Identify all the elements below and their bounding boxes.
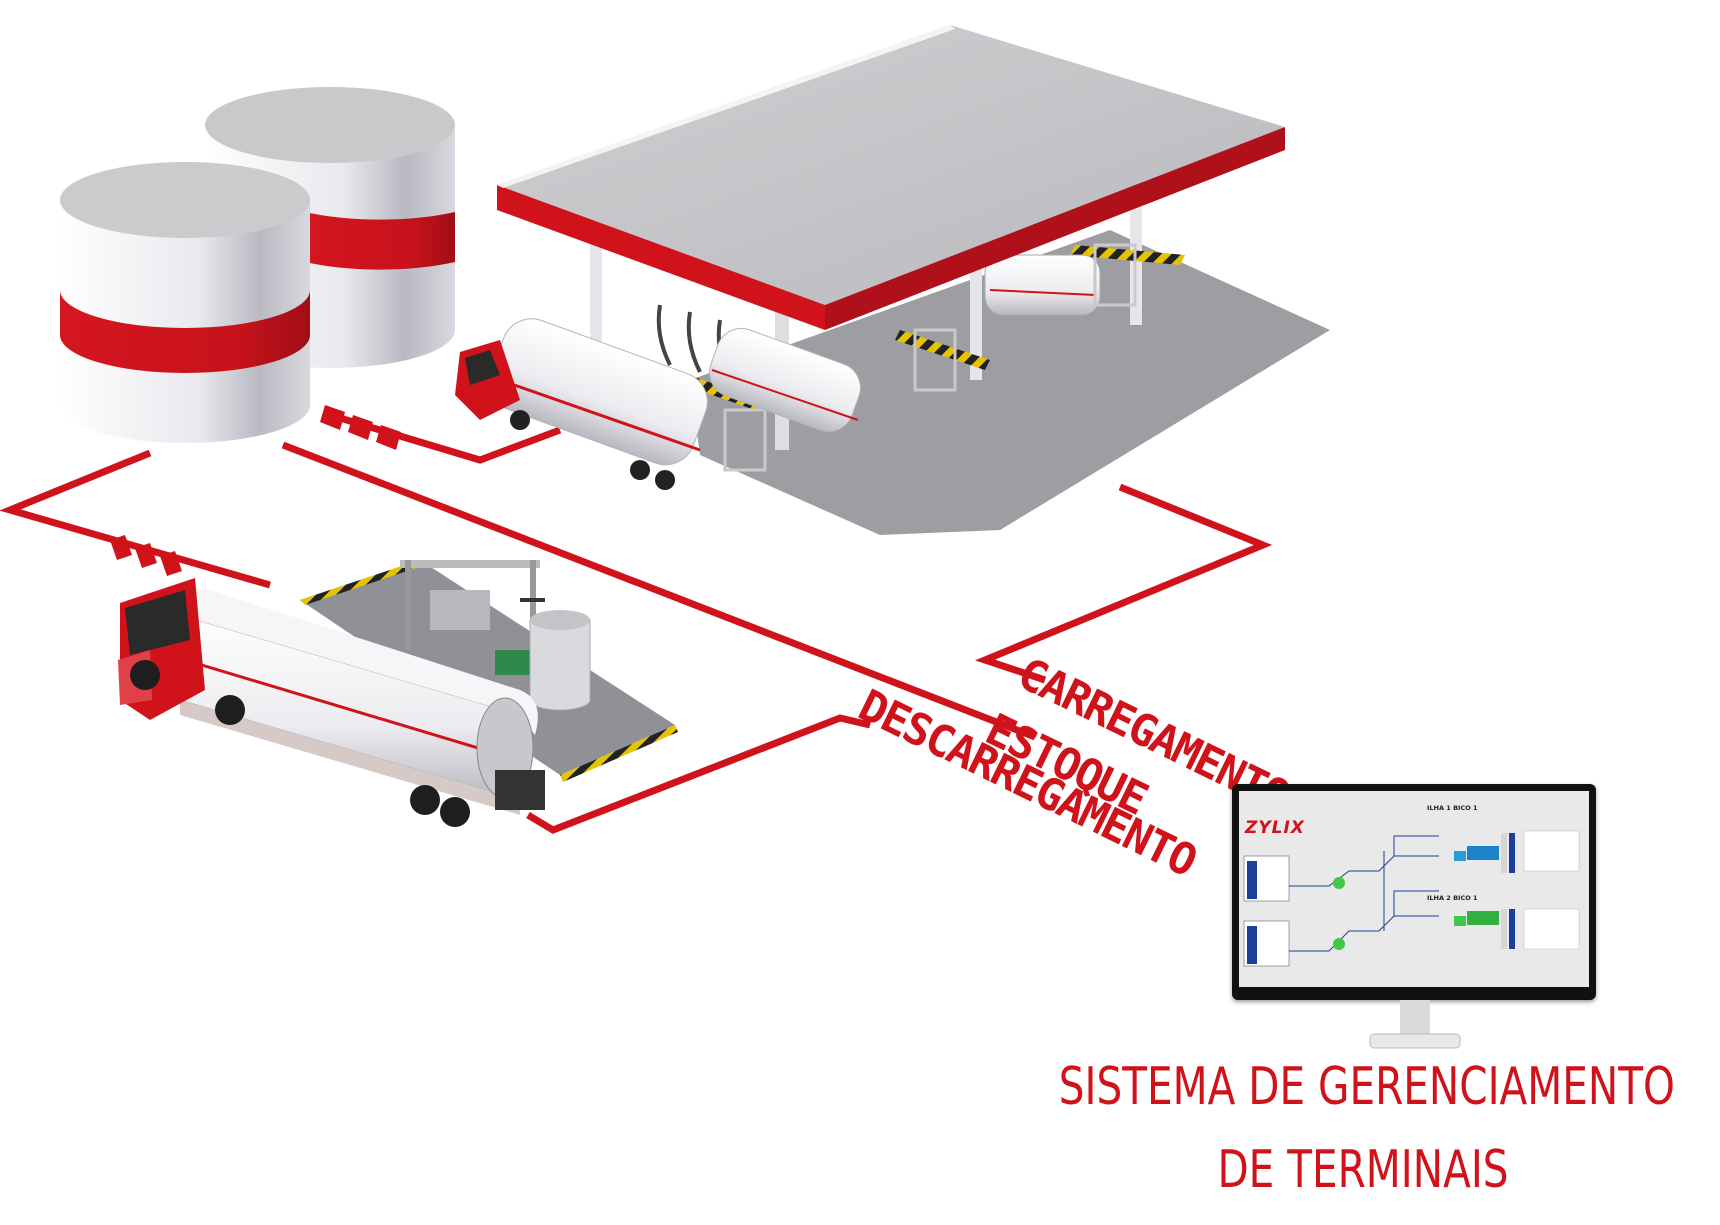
pump-icon <box>1333 877 1345 950</box>
pump-skid-icon <box>400 560 591 711</box>
scada-truck-icon <box>1454 846 1499 926</box>
monitor-stand <box>1369 1000 1461 1049</box>
zylix-logo: ZYLIX <box>1245 818 1305 838</box>
chevron-arrow-icon <box>320 405 401 450</box>
island-1-label: ILHA 1 BICO 1 <box>1427 804 1478 812</box>
island-2-label: ILHA 2 BICO 1 <box>1427 894 1478 902</box>
flow-line-descarregamento <box>526 714 871 834</box>
flow-line-main <box>281 441 1037 741</box>
storage-tank-icon <box>60 162 310 443</box>
scada-diagram <box>1243 830 1580 967</box>
monitor-screen: ZYLIX ILHA 1 BICO 1 ILHA 2 BICO 1 <box>1239 791 1589 987</box>
unloading-ground <box>300 560 678 782</box>
system-title-line-2: DE TERMINAIS <box>1217 1140 1509 1200</box>
chevron-arrow-icon <box>110 535 182 576</box>
tanker-truck-icon <box>118 578 545 827</box>
monitor-icon: ZYLIX ILHA 1 BICO 1 ILHA 2 BICO 1 <box>1232 784 1596 1000</box>
data-table <box>1523 830 1580 950</box>
scada-tank-icon <box>1243 855 1290 967</box>
tanker-truck-icon <box>455 318 861 490</box>
fuel-canopy-icon <box>497 25 1285 472</box>
station-ground <box>690 230 1330 535</box>
flow-line-station <box>974 483 1273 684</box>
system-title-line-1: SISTEMA DE GERENCIAMENTO <box>1058 1057 1675 1117</box>
level-gauge <box>1501 833 1515 949</box>
flow-line-estoque <box>0 449 271 589</box>
